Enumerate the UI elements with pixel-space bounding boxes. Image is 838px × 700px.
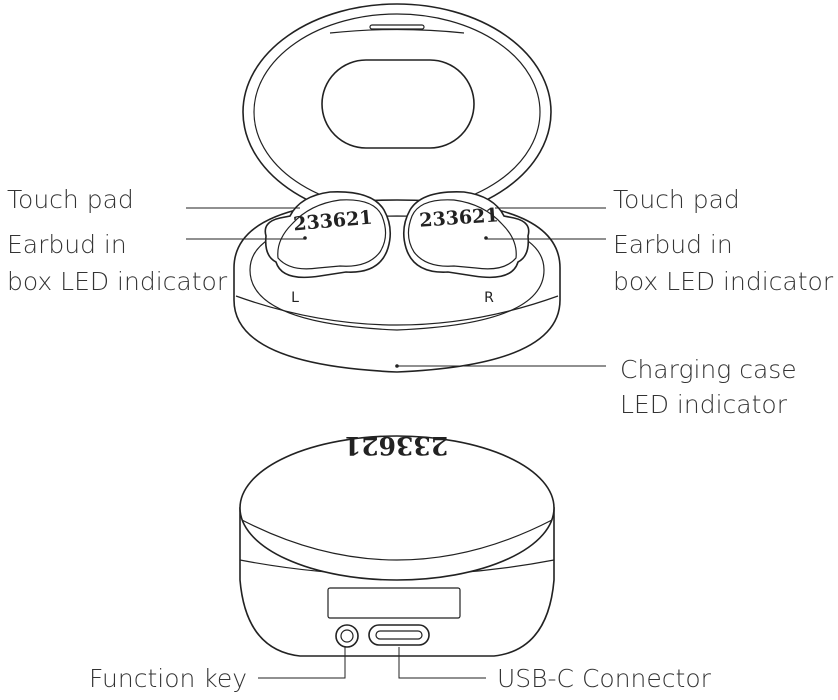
left-earbud: 233621	[264, 191, 392, 279]
case-led-label-line2: LED indicator	[620, 390, 788, 419]
closed-charging-case: 233621	[239, 431, 555, 657]
right-earbud-mark: R	[484, 290, 494, 306]
touch-pad-right-label: Touch pad	[613, 185, 740, 214]
usb-c-port	[368, 624, 430, 646]
left-earbud-mark: L	[291, 290, 299, 306]
led-left-label-line1: Earbud in	[7, 230, 127, 259]
right-earbud: 233621	[402, 191, 530, 279]
usb-c-label: USB-C Connector	[497, 664, 712, 693]
function-key	[335, 624, 359, 648]
lid-logo: 233621	[344, 431, 448, 460]
touch-pad-left-label: Touch pad	[7, 185, 134, 214]
open-charging-case: L R 233621 233621	[233, 3, 561, 373]
led-right-label-line1: Earbud in	[613, 230, 733, 259]
case-lid	[242, 3, 552, 221]
led-left-label-line2: box LED indicator	[7, 267, 228, 296]
function-key-label: Function key	[89, 664, 247, 693]
led-right-label-line2: box LED indicator	[613, 267, 834, 296]
closed-lid: 233621	[239, 431, 555, 581]
top-leader-lines	[186, 207, 606, 367]
case-led-label-line1: Charging case	[620, 355, 797, 384]
bottom-leader-lines	[258, 647, 486, 679]
